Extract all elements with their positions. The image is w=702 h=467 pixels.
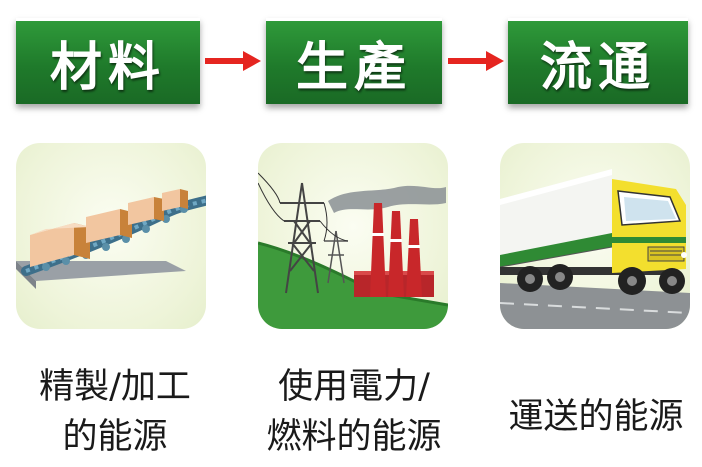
- conveyor-belt-boxes-icon: [16, 189, 206, 289]
- arrow-right-icon: [448, 51, 504, 71]
- distribution-illustration-panel: [500, 143, 690, 329]
- caption-line: 燃料的能源: [266, 417, 442, 457]
- distribution-energy-caption: 運送的能源: [490, 392, 702, 442]
- delivery-truck-icon: [500, 169, 690, 329]
- stage-materials-label: 材料: [49, 38, 166, 98]
- arrow-right-icon: [205, 51, 261, 71]
- materials-energy-caption: 精製/加工 的能源: [10, 362, 220, 462]
- stage-materials-box: 材料: [16, 18, 200, 104]
- caption-line: 使用電力/: [278, 367, 430, 407]
- caption-line: 精製/加工: [39, 367, 191, 407]
- production-energy-caption: 使用電力/ 燃料的能源: [246, 362, 462, 462]
- caption-line: 的能源: [62, 417, 168, 457]
- caption-line: 運送的能源: [508, 397, 684, 437]
- stage-distribution-box: 流通: [508, 18, 688, 104]
- stage-production-label: 生產: [295, 38, 412, 98]
- materials-illustration-panel: [16, 143, 206, 329]
- power-plant-transmission-tower-icon: [258, 172, 448, 329]
- stage-production-box: 生產: [266, 18, 442, 104]
- production-illustration-panel: [258, 143, 448, 329]
- stage-distribution-label: 流通: [539, 38, 656, 98]
